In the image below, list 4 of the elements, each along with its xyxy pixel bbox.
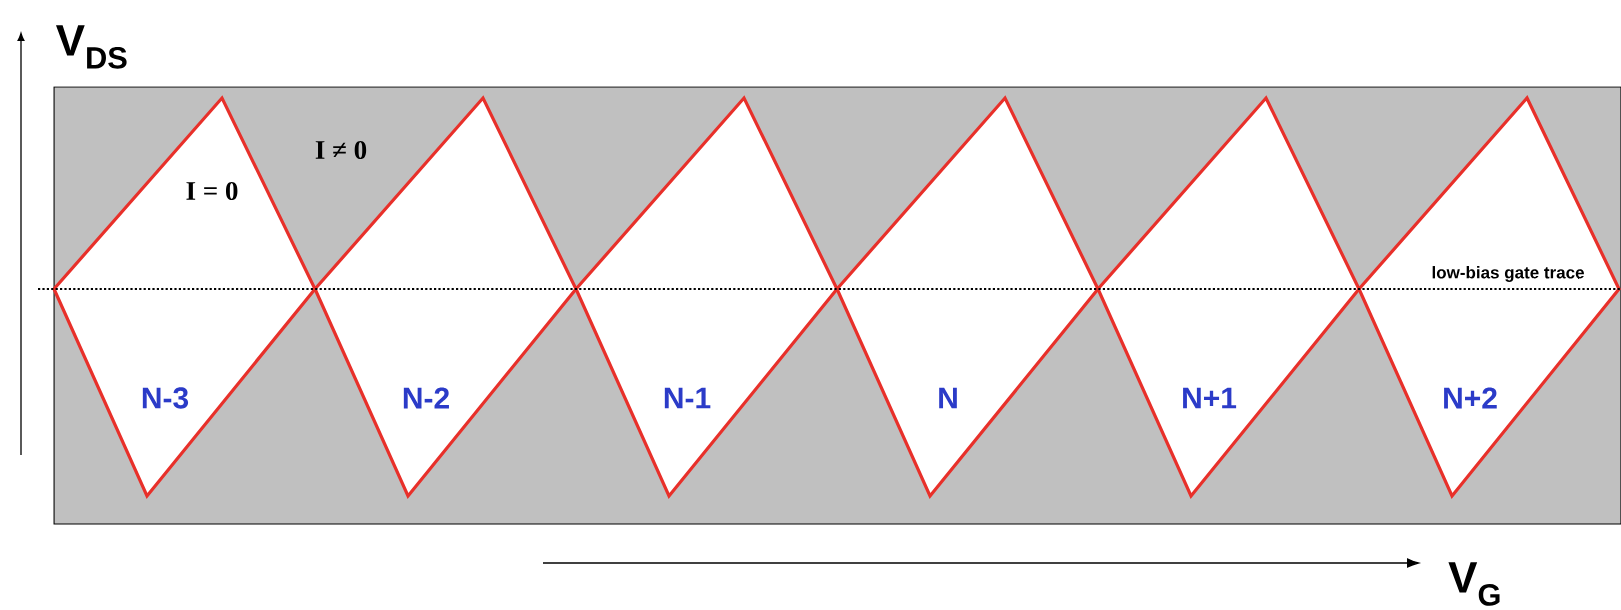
- region-label: I ≠ 0: [315, 140, 367, 160]
- region-label: I = 0: [186, 181, 238, 201]
- trace-label: low-bias gate trace: [1430, 265, 1586, 283]
- axis-label: V$_{G}$: [1448, 562, 1500, 606]
